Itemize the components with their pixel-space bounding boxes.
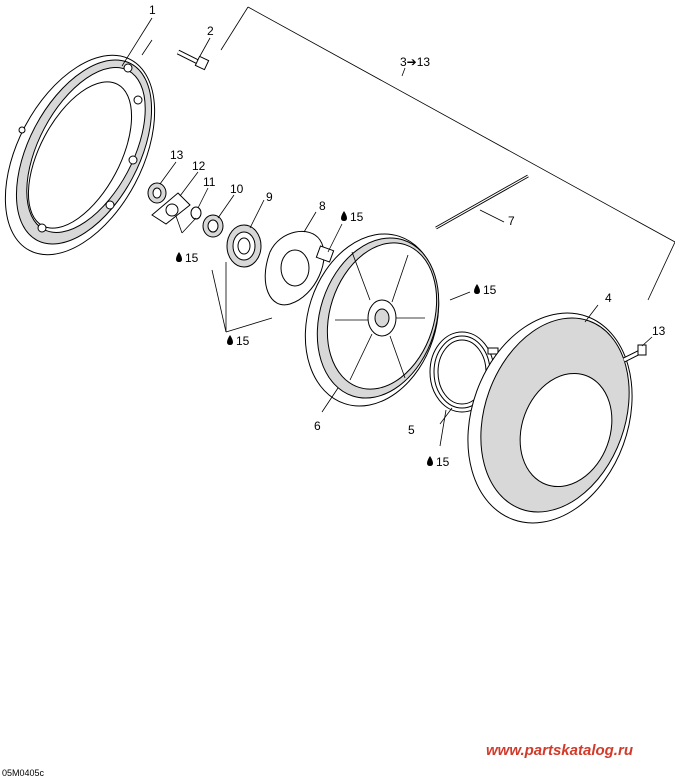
starter-housing-ring	[4, 54, 156, 256]
lube-drop-2: 15	[176, 251, 199, 265]
svg-text:15: 15	[436, 455, 450, 469]
rope-sheave-6	[304, 233, 440, 407]
watermark-url: www.partskatalog.ru	[486, 742, 633, 759]
spacer-10	[202, 214, 224, 238]
drive-plate-8	[264, 231, 335, 306]
callout-8: 8	[319, 199, 326, 213]
callout-labels: 1 2 3➔13 13 12 11 10 9 8 7 4 13 5 6	[149, 3, 666, 437]
callout-1: 1	[149, 3, 156, 17]
lubricant-markers: 15 15 15 15 15	[176, 210, 497, 469]
callout-9: 9	[266, 190, 273, 204]
group-bracket	[141, 6, 675, 301]
washer-11	[190, 206, 202, 220]
callout-13-right: 13	[652, 324, 666, 338]
bolt-13-right	[622, 344, 647, 363]
callout-12: 12	[192, 159, 206, 173]
bolt-2	[176, 49, 210, 71]
svg-text:15: 15	[236, 334, 250, 348]
lube-drop-5: 15	[427, 455, 450, 469]
starter-cover-4	[467, 312, 633, 524]
svg-text:15: 15	[483, 283, 497, 297]
callout-2: 2	[207, 24, 214, 38]
callout-7: 7	[508, 214, 515, 228]
callout-5: 5	[408, 423, 415, 437]
callout-10: 10	[230, 182, 244, 196]
svg-text:15: 15	[185, 251, 199, 265]
washer-13	[147, 182, 167, 204]
lube-drop-1: 15	[341, 210, 364, 224]
lube-drop-4: 15	[474, 283, 497, 297]
lube-drop-3: 15	[227, 334, 250, 348]
drawing-code: 05M0405c	[2, 768, 45, 778]
callout-3-13: 3➔13	[400, 55, 430, 69]
svg-text:15: 15	[350, 210, 364, 224]
bushing-12	[151, 192, 191, 225]
starter-rope-7	[435, 174, 529, 230]
callout-13-left: 13	[170, 148, 184, 162]
callout-4: 4	[605, 291, 612, 305]
leader-lines	[121, 17, 653, 447]
callout-6: 6	[314, 419, 321, 433]
bearing-9	[226, 224, 262, 268]
callout-11: 11	[203, 175, 216, 189]
